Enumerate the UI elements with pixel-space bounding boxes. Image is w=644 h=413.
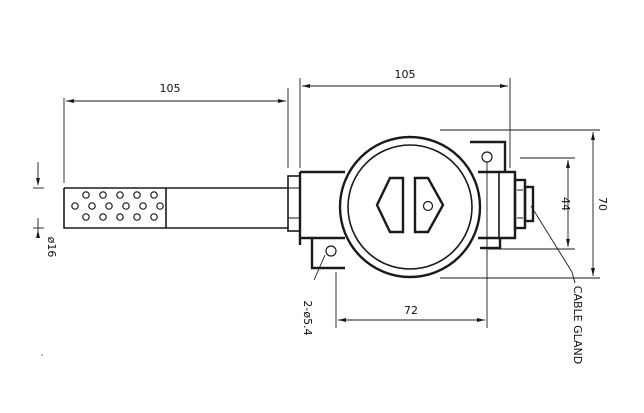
- dim-rod-diameter: [33, 162, 44, 238]
- dim-top-left: [63, 88, 289, 183]
- dim-top-right-label: 105: [395, 68, 416, 81]
- mount-hole-bottom: [325, 245, 337, 257]
- dim-bottom-label: 72: [404, 304, 418, 317]
- dim-top-left-label: 105: [160, 82, 181, 95]
- left-collar: [287, 175, 301, 232]
- cable-gland-label: CABLE GLAND: [571, 286, 584, 364]
- dim-mount-holes: [313, 254, 326, 281]
- handle-rod: [63, 187, 288, 229]
- cable-gland-leader: [530, 205, 576, 284]
- round-head: [338, 135, 482, 279]
- dim-height-outer: [440, 129, 600, 279]
- dim-rod-diameter-label: ø16: [45, 237, 58, 258]
- grip-dots: [71, 191, 164, 221]
- speck-mark: [41, 354, 43, 356]
- housing-body: [298, 140, 517, 270]
- dim-height-outer-label: 70: [596, 197, 609, 211]
- dim-mount-holes-label: 2-ø5.4: [301, 300, 314, 335]
- mount-hole-top: [481, 151, 493, 163]
- dim-bottom: [335, 162, 488, 328]
- cable-gland: [513, 178, 535, 230]
- center-cam: [375, 176, 445, 234]
- dim-height-inner: [488, 157, 575, 250]
- dim-top-right: [299, 78, 511, 168]
- dim-height-inner-label: 44: [559, 197, 572, 211]
